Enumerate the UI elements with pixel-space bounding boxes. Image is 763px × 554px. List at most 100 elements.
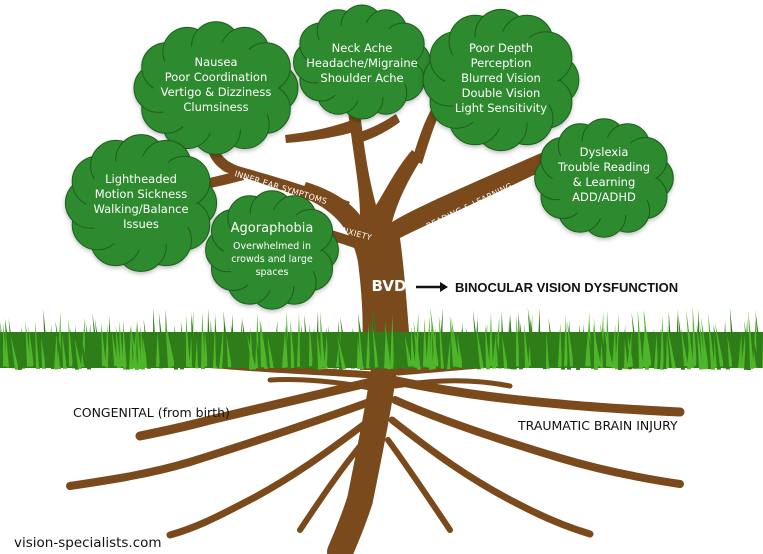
grass-blade (507, 315, 511, 369)
cluster-neck-line: Headache/Migraine (306, 56, 417, 70)
grass-blade (282, 328, 286, 368)
grass-blade (465, 326, 472, 369)
grass-blade (576, 324, 581, 370)
grass-blade (143, 318, 151, 369)
cluster-agoraphobia: Agoraphobia Overwhelmed in crowds and la… (231, 221, 314, 278)
agoraphobia-title: Agoraphobia (231, 221, 314, 236)
trunk (300, 85, 572, 370)
cluster-depth: Poor Depth Perception Blurred Vision Dou… (455, 41, 547, 115)
grass-blade (156, 331, 160, 367)
grass-blade (731, 333, 739, 368)
grass-blade (230, 324, 238, 368)
grass-blade (91, 334, 97, 367)
grass-blade (637, 309, 643, 369)
grass-blade (738, 332, 742, 369)
grass-blade (43, 309, 49, 368)
grass-blade (136, 319, 142, 370)
grass-blade (247, 334, 256, 370)
grass-blade (755, 310, 763, 367)
grass-blade (36, 333, 43, 368)
agoraphobia-line: spaces (256, 267, 289, 278)
grass-blade (675, 309, 679, 367)
definition-label: BINOCULAR VISION DYSFUNCTION (455, 280, 678, 295)
root-strand (297, 437, 368, 533)
cluster-lighthead-line: Motion Sickness (95, 187, 187, 201)
leaf-cluster-depth (422, 8, 580, 152)
leaf-cluster-neck (293, 4, 431, 120)
grass-blade (509, 322, 517, 370)
grass-blade (426, 316, 430, 368)
grass-blade (28, 325, 34, 367)
grass-blade (461, 327, 469, 367)
grass-blade (201, 311, 205, 370)
grass-blade (353, 328, 358, 367)
grass-blade (571, 330, 577, 367)
cluster-dyslexia-line: & Learning (573, 175, 636, 189)
grass-blade (384, 322, 391, 370)
grass-blade (72, 324, 76, 369)
grass-blade (320, 311, 325, 368)
root-label-congenital: CONGENITAL (from birth) (73, 405, 230, 420)
grass-blade (496, 337, 502, 369)
grass-blade (564, 314, 568, 367)
grass-blade (618, 333, 622, 370)
grass-blade (207, 308, 211, 368)
grass-blade (519, 319, 526, 368)
grass-blade (600, 323, 607, 367)
grass-blade (715, 322, 724, 367)
grass-blade (489, 312, 493, 367)
grass-blade (119, 320, 124, 367)
grass-blade (752, 334, 760, 367)
grass-blade (10, 334, 19, 370)
grass-blade (219, 327, 224, 370)
grass-blade (744, 320, 751, 370)
grass-blade (373, 308, 382, 368)
grass-blade (624, 338, 628, 370)
grass-blade (668, 310, 673, 368)
grass-blade (667, 325, 676, 369)
grass-blade (692, 306, 697, 367)
grass-blade (166, 326, 175, 367)
root-strand (388, 416, 594, 538)
grass-blade (524, 323, 529, 368)
grass-blade (741, 332, 746, 369)
grass-blade (191, 312, 196, 367)
grass-blade (256, 337, 262, 369)
grass-blade (404, 334, 412, 367)
grass-blade (325, 326, 334, 369)
cluster-neck-line: Neck Ache (332, 41, 393, 55)
grass-blade (748, 310, 754, 369)
cluster-dyslexia-line: ADD/ADHD (572, 190, 636, 204)
branch-label-pain: A (344, 153, 350, 162)
grass-blade (727, 335, 733, 367)
grass-blade (204, 328, 208, 367)
grass-blade (471, 330, 476, 368)
root-strand (267, 376, 373, 391)
grass-blade (593, 317, 598, 370)
branch-inner-ear (207, 135, 350, 214)
grass-blade (631, 312, 640, 369)
cluster-nausea-line: Poor Coordination (165, 70, 267, 84)
grass-blade (492, 330, 497, 369)
root-strand (135, 375, 385, 441)
cluster-nausea: Nausea Poor Coordination Vertigo & Dizzi… (161, 55, 272, 114)
grass-blade (85, 322, 94, 368)
root-strand (385, 437, 453, 533)
branch-label-pain: I (346, 167, 349, 176)
cluster-dyslexia-line: Dyslexia (580, 145, 629, 159)
branch-pain-right (360, 114, 400, 142)
cluster-depth-line: Perception (471, 56, 532, 70)
root-strand (392, 378, 513, 389)
grass-blade (707, 312, 715, 370)
grass-blade (472, 310, 481, 370)
branch-label-pain: N (346, 181, 352, 190)
grass-blade (358, 315, 367, 367)
grass-blade (48, 331, 55, 369)
cluster-nausea-line: Nausea (194, 55, 237, 69)
grass-blade (604, 326, 613, 368)
grass-blade (337, 334, 346, 369)
grass-blade (621, 324, 626, 369)
grass-blade (567, 320, 574, 367)
grass-blade (61, 332, 67, 369)
grass-blade (259, 318, 265, 368)
